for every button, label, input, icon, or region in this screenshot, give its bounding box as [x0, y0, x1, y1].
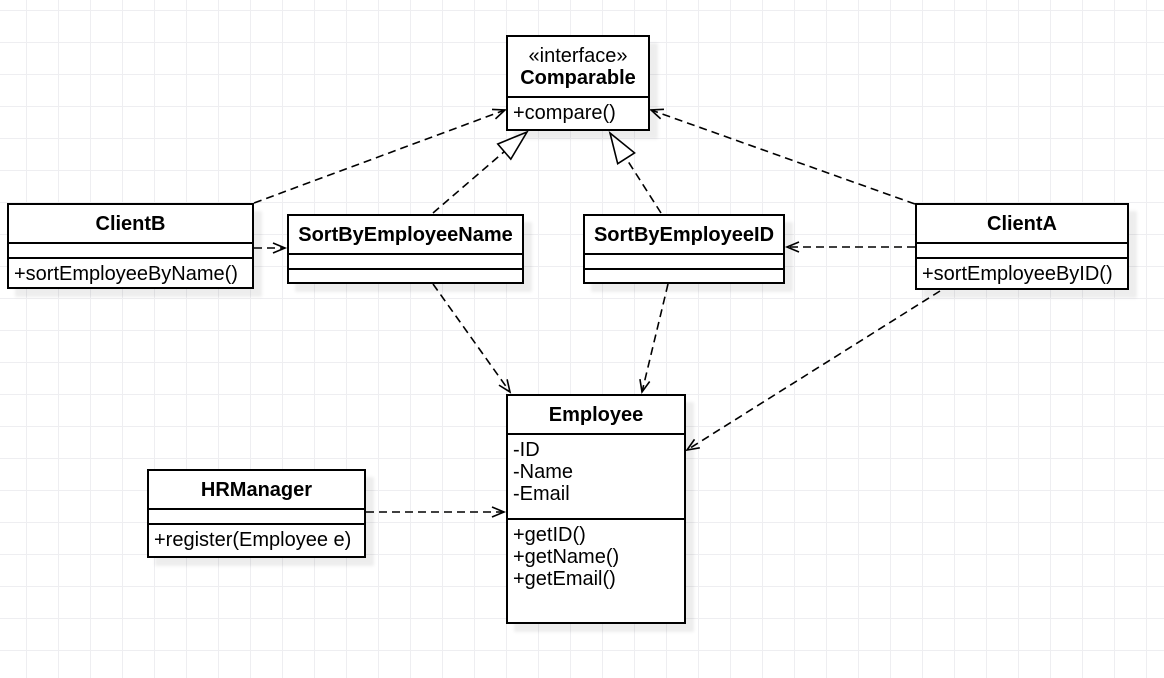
- class-name-label: SortByEmployeeName: [298, 223, 513, 246]
- methods-compartment: [585, 268, 783, 282]
- methods-compartment: +getID()+getName()+getEmail(): [508, 518, 684, 622]
- class-box-employee[interactable]: Employee-ID-Name-Email+getID()+getName()…: [506, 394, 686, 624]
- class-box-sortbyemployeeid[interactable]: SortByEmployeeID: [583, 214, 785, 284]
- class-name-label: Employee: [548, 403, 644, 426]
- edge-clientb-comparable[interactable]: [253, 108, 507, 204]
- class-title: HRManager: [149, 471, 364, 508]
- method-label: +register(Employee e): [154, 529, 352, 551]
- class-title: Employee: [508, 396, 684, 433]
- edge-clienta-employee[interactable]: [685, 290, 941, 452]
- attributes-compartment: [585, 253, 783, 268]
- method-label: +sortEmployeeByName(): [14, 263, 238, 285]
- edge-clienta-comparable[interactable]: [649, 108, 916, 205]
- attributes-compartment: [149, 508, 364, 523]
- class-title: «interface»Comparable: [508, 37, 648, 96]
- attributes-compartment: [289, 253, 522, 268]
- class-title: SortByEmployeeID: [585, 216, 783, 253]
- class-box-clientb[interactable]: ClientB +sortEmployeeByName(): [7, 203, 254, 289]
- method-label: +sortEmployeeByID(): [922, 263, 1113, 285]
- class-box-sortbyemployeename[interactable]: SortByEmployeeName: [287, 214, 524, 284]
- methods-compartment: +sortEmployeeByID(): [917, 257, 1127, 288]
- attribute-label: -ID: [513, 439, 540, 461]
- method-label: +compare(): [513, 102, 616, 124]
- edge-sortbyemployeename-comparable[interactable]: [432, 132, 527, 214]
- methods-compartment: +compare(): [508, 96, 648, 129]
- class-name-label: SortByEmployeeID: [593, 223, 775, 246]
- edge-sortbyemployeeid-employee[interactable]: [639, 283, 669, 395]
- method-label: +getEmail(): [513, 568, 616, 590]
- class-name-label: ClientB: [95, 212, 166, 235]
- class-title: SortByEmployeeName: [289, 216, 522, 253]
- class-box-hrmanager[interactable]: HRManager +register(Employee e): [147, 469, 366, 558]
- class-name-label: HRManager: [200, 478, 313, 501]
- attribute-label: -Name: [513, 461, 574, 483]
- class-name-label: Comparable: [520, 66, 636, 89]
- method-label: +getID(): [513, 524, 586, 546]
- methods-compartment: +sortEmployeeByName(): [9, 257, 252, 287]
- class-title: ClientB: [9, 205, 252, 242]
- attributes-compartment: -ID-Name-Email: [508, 433, 684, 518]
- methods-compartment: +register(Employee e): [149, 523, 364, 556]
- attributes-compartment: [9, 242, 252, 257]
- edge-sortbyemployeeid-comparable[interactable]: [610, 133, 662, 214]
- methods-compartment: [289, 268, 522, 282]
- class-box-comparable[interactable]: «interface»Comparable +compare(): [506, 35, 650, 131]
- stereotype-label: «interface»: [528, 44, 628, 67]
- attributes-compartment: [917, 242, 1127, 257]
- attribute-label: -Email: [513, 483, 570, 505]
- class-title: ClientA: [917, 205, 1127, 242]
- class-box-clienta[interactable]: ClientA +sortEmployeeByID(): [915, 203, 1129, 290]
- method-label: +getName(): [513, 546, 620, 568]
- class-name-label: ClientA: [987, 212, 1057, 235]
- edge-sortbyemployeename-employee[interactable]: [432, 283, 512, 394]
